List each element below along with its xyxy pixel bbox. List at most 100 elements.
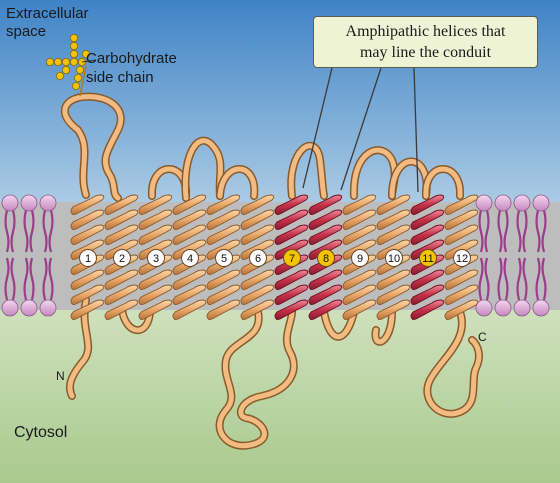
- helix-number-10: 10: [385, 249, 403, 267]
- helix-number-7: 7: [283, 249, 301, 267]
- lipid-tail: [503, 209, 509, 253]
- lipid-tail: [497, 209, 503, 253]
- helix-turn: [376, 224, 411, 245]
- helix-turn: [206, 224, 241, 245]
- helix-turn: [342, 269, 377, 290]
- lipid-tail: [4, 209, 10, 253]
- sugar-residue: [56, 72, 65, 81]
- lipid-tail: [484, 209, 490, 253]
- helix-turn: [104, 194, 139, 215]
- helix-number-8: 8: [317, 249, 335, 267]
- helix-turn: [172, 209, 207, 230]
- helix-11: [410, 194, 445, 320]
- sugar-residue: [46, 58, 55, 67]
- lipid-tail: [516, 209, 522, 253]
- lipid-head: [494, 194, 512, 212]
- helix-turn: [206, 194, 241, 215]
- helix-turn: [342, 194, 377, 215]
- helix-turn: [138, 269, 173, 290]
- lipid-head: [1, 299, 19, 317]
- callout-pointers: [302, 67, 419, 193]
- n-terminus-label: N: [56, 369, 65, 383]
- helix-turn: [274, 299, 309, 320]
- helix-turn: [342, 224, 377, 245]
- sugar-residue: [62, 66, 71, 75]
- polypeptide-loops: [61, 92, 483, 450]
- helix-turn: [308, 299, 343, 320]
- lipid-tail: [522, 257, 528, 301]
- helix-number-4: 4: [181, 249, 199, 267]
- helix-turn: [376, 269, 411, 290]
- helix-turn: [410, 224, 445, 245]
- c-terminus-label: C: [478, 330, 487, 344]
- polypeptide-loop: [182, 138, 223, 201]
- helix-turn: [444, 224, 479, 245]
- lipid-tail: [516, 257, 522, 301]
- helix-turn: [444, 194, 479, 215]
- sugar-residue: [70, 34, 79, 43]
- carbohydrate-pointer: [81, 59, 97, 63]
- lipid-bilayer: [1, 194, 550, 317]
- helix-turn: [240, 269, 275, 290]
- helix-turn: [274, 284, 309, 305]
- carbohydrate-side-chain-label: Carbohydrate side chain: [86, 50, 177, 86]
- lipid-head: [513, 299, 531, 317]
- lipid-tail: [48, 209, 54, 253]
- lipid-tail: [10, 209, 16, 253]
- sugar-residue: [70, 58, 79, 67]
- lipid-head: [1, 194, 19, 212]
- polypeptide-loop: [288, 143, 327, 199]
- helix-turn: [274, 269, 309, 290]
- helix-turn: [410, 284, 445, 305]
- lipid-tail: [535, 209, 541, 253]
- helix-turn: [172, 224, 207, 245]
- helix-turn: [308, 194, 343, 215]
- sugar-residue: [62, 58, 71, 67]
- lipid-tail: [29, 209, 35, 253]
- lipid-tail: [535, 257, 541, 301]
- carbohydrate-side-chain: [46, 34, 97, 97]
- helix-turn: [342, 284, 377, 305]
- lipid-tail: [23, 209, 29, 253]
- helix-turn: [70, 299, 105, 320]
- polypeptide-loop: [217, 166, 257, 199]
- helix-turn: [274, 224, 309, 245]
- polypeptide-loop: [67, 297, 91, 399]
- helix-turn: [410, 269, 445, 290]
- lipid-tail: [484, 257, 490, 301]
- helix-turn: [342, 299, 377, 320]
- lipid-tail: [541, 257, 547, 301]
- lipid-head: [20, 299, 38, 317]
- helix-turn: [70, 284, 105, 305]
- lipid-head: [39, 299, 57, 317]
- helix-turn: [342, 209, 377, 230]
- helix-number-9: 9: [351, 249, 369, 267]
- lipid-tail: [4, 257, 10, 301]
- helix-turn: [206, 269, 241, 290]
- helix-turn: [274, 194, 309, 215]
- helix-turn: [206, 299, 241, 320]
- helix-turn: [172, 299, 207, 320]
- helix-turn: [138, 224, 173, 245]
- lipid-tail: [23, 257, 29, 301]
- helix-turn: [70, 194, 105, 215]
- sugar-residue: [70, 50, 79, 59]
- lipid-tail: [478, 257, 484, 301]
- helix-number-12: 12: [453, 249, 471, 267]
- polypeptide-loop: [62, 94, 124, 201]
- polypeptide-loop: [321, 309, 357, 340]
- helix-number-6: 6: [249, 249, 267, 267]
- lipid-head: [475, 194, 493, 212]
- helix-7: [274, 194, 309, 320]
- helix-turn: [410, 299, 445, 320]
- helix-turn: [376, 209, 411, 230]
- helix-turn: [104, 224, 139, 245]
- helix-turn: [70, 269, 105, 290]
- helix-turn: [376, 299, 411, 320]
- helix-turn: [104, 284, 139, 305]
- polypeptide-loop: [119, 307, 153, 333]
- polypeptide-loop: [423, 166, 463, 199]
- helix-turn: [172, 284, 207, 305]
